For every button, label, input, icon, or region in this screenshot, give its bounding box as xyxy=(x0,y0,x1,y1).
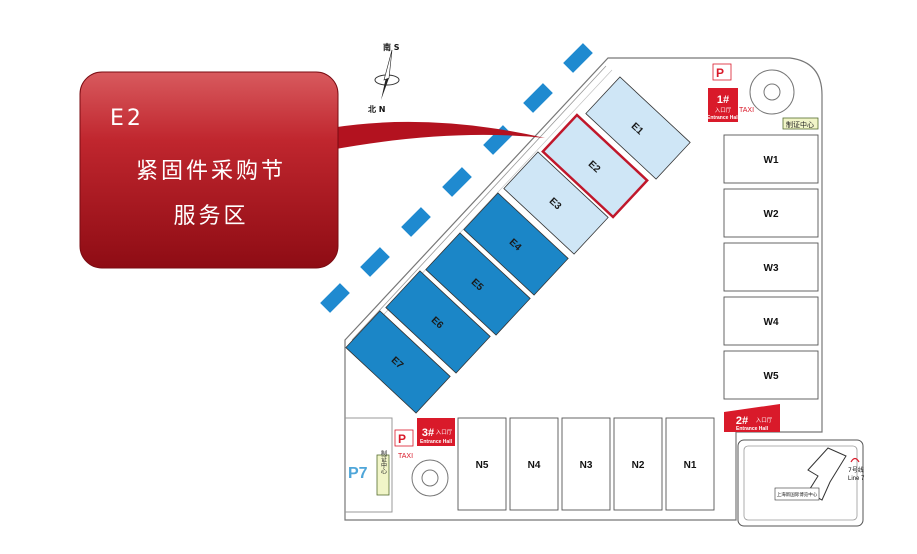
direction-sign xyxy=(401,207,431,237)
hall-w3[interactable]: W3 xyxy=(723,242,819,292)
direction-sign xyxy=(360,247,390,277)
garage-area xyxy=(737,439,864,527)
parking-icon-top: P xyxy=(712,63,732,81)
hall-label: W2 xyxy=(764,209,779,220)
svg-text:入口厅: 入口厅 xyxy=(436,429,453,436)
taxi-label-top: TAXI xyxy=(739,107,754,114)
roundabout-bottom-inner xyxy=(421,469,439,487)
control-center-vertical-label: 制证中心 xyxy=(380,449,387,474)
svg-text:P: P xyxy=(398,432,406,446)
hall-e3[interactable]: E3 xyxy=(503,151,609,255)
entrance-2-badge: 2# 入口厅 Entrance Hall xyxy=(724,404,780,432)
control-center-label: 制证中心 xyxy=(786,120,814,129)
hall-label: N1 xyxy=(684,460,697,471)
hall-w1[interactable]: W1 xyxy=(723,134,819,184)
hall-w4[interactable]: W4 xyxy=(723,296,819,346)
p7-area xyxy=(345,417,393,513)
hall-w5[interactable]: W5 xyxy=(723,350,819,400)
garage-label: 上海新国际博览中心 xyxy=(777,491,818,498)
parking-icon-bottom: P xyxy=(394,429,414,447)
svg-text:P: P xyxy=(716,66,724,80)
roundabout-top-inner xyxy=(763,83,781,101)
hall-label: W4 xyxy=(764,317,779,328)
entrance-1-badge: 1# 入口厅 Entrance Hall xyxy=(707,88,740,122)
hall-e6[interactable]: E6 xyxy=(385,270,491,374)
callout-subtitle: 服务区 xyxy=(173,204,248,229)
direction-sign xyxy=(442,167,472,197)
hall-n2[interactable]: N2 xyxy=(613,417,663,511)
metro-line-7 xyxy=(807,447,847,501)
roundabout-top xyxy=(749,69,795,115)
svg-text:Entrance Hall: Entrance Hall xyxy=(736,426,769,432)
hall-label: W1 xyxy=(764,155,779,166)
svg-text:Entrance Hall: Entrance Hall xyxy=(420,439,453,445)
callout-title: 紧固件采购节 xyxy=(136,159,286,184)
metro-label-en: Line 7 xyxy=(848,476,865,482)
control-center-box-right xyxy=(782,117,819,130)
hall-label: N5 xyxy=(476,460,489,471)
compass-south-label: 南 S xyxy=(383,42,400,52)
inner-road xyxy=(351,65,607,341)
compass-north-label: 北 N xyxy=(368,104,385,114)
hall-n4[interactable]: N4 xyxy=(509,417,559,511)
garage-inner xyxy=(743,445,858,521)
direction-sign xyxy=(320,283,350,313)
direction-sign xyxy=(563,43,593,73)
hall-e1[interactable]: E1 xyxy=(585,76,691,180)
roundabout-bottom xyxy=(411,459,449,497)
hall-w2[interactable]: W2 xyxy=(723,188,819,238)
garage-label-box xyxy=(774,487,820,501)
hall-label: W5 xyxy=(764,371,779,382)
callout-pointer xyxy=(330,121,545,150)
svg-text:Entrance Hall: Entrance Hall xyxy=(707,115,740,121)
hall-n5[interactable]: N5 xyxy=(457,417,507,511)
north-halls-group: N5 N4 N3 N2 N1 xyxy=(457,417,715,511)
direction-sign xyxy=(523,83,553,113)
hall-label: N2 xyxy=(632,460,645,471)
hall-e2[interactable]: E2 xyxy=(541,113,649,219)
control-center-box-left xyxy=(376,454,390,496)
hall-e7[interactable]: E7 xyxy=(345,310,451,414)
hall-label: N3 xyxy=(580,460,593,471)
hall-n3[interactable]: N3 xyxy=(561,417,611,511)
compass: 南 S 北 N xyxy=(368,42,400,114)
hall-e5[interactable]: E5 xyxy=(425,232,531,336)
metro-entrance-icon xyxy=(850,457,860,463)
svg-text:3#: 3# xyxy=(422,427,434,439)
p7-label: P7 xyxy=(348,465,368,482)
hall-e4[interactable]: E4 xyxy=(463,192,569,296)
hall-n1[interactable]: N1 xyxy=(665,417,715,511)
svg-text:2#: 2# xyxy=(736,415,748,427)
taxi-label-bottom: TAXI xyxy=(398,453,413,460)
metro-label-cn: 7号线 xyxy=(848,466,864,474)
entrance-3-badge: 3# 入口厅 Entrance Hall xyxy=(417,418,455,446)
svg-text:1#: 1# xyxy=(717,94,729,106)
hall-label: N4 xyxy=(528,460,541,471)
callout-code: E2 xyxy=(110,106,144,131)
callout-bubble xyxy=(79,71,339,269)
hall-label: W3 xyxy=(764,263,779,274)
svg-text:入口厅: 入口厅 xyxy=(715,107,732,114)
svg-text:入口厅: 入口厅 xyxy=(756,417,773,424)
site-boundary xyxy=(344,57,823,521)
